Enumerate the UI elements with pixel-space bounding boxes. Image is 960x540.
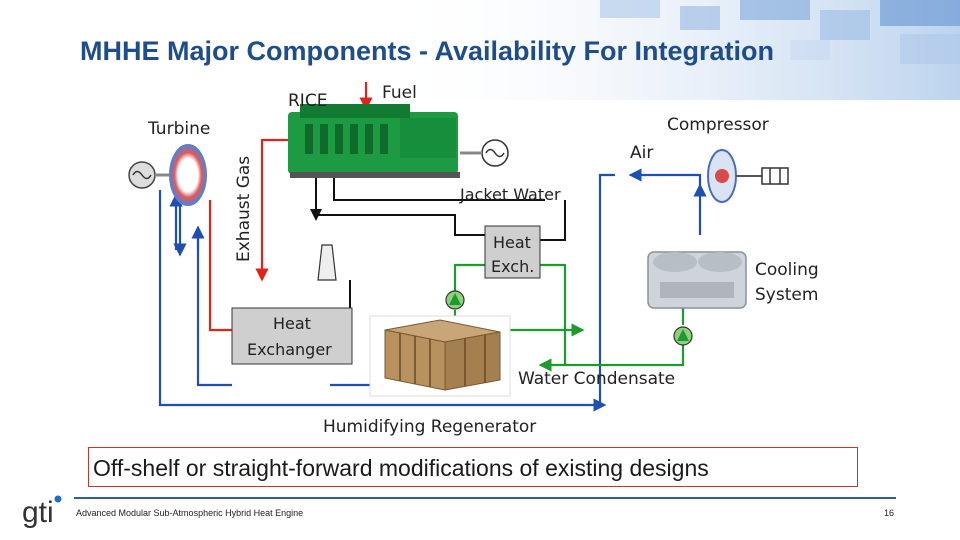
pump-icon xyxy=(445,290,465,310)
air-flow-lines xyxy=(158,168,707,412)
label-heat-exchanger-1: Heat xyxy=(273,314,311,333)
gti-logo: gti xyxy=(22,495,62,529)
heat-exch-box xyxy=(484,225,541,279)
jacket-water-lines xyxy=(310,170,566,310)
slide-title: MHHE Major Components - Availability For… xyxy=(80,36,775,66)
label-cooling-1: Cooling xyxy=(755,260,819,280)
callout-text: Off-shelf or straight-forward modificati… xyxy=(93,455,709,481)
exhaust-lines xyxy=(208,82,373,332)
label-fuel: Fuel xyxy=(382,83,417,103)
page-number: 16 xyxy=(884,508,895,518)
footer-text: Advanced Modular Sub-Atmospheric Hybrid … xyxy=(76,508,304,518)
compressor-icon xyxy=(707,149,789,203)
header-banner xyxy=(380,0,960,100)
callout-box: Off-shelf or straight-forward modificati… xyxy=(88,447,858,487)
label-humidifying-regenerator: Humidifying Regenerator xyxy=(323,417,536,437)
label-compressor: Compressor xyxy=(667,115,769,135)
label-jacket-water: Jacket Water xyxy=(459,185,561,204)
label-heat-exch-1: Heat xyxy=(493,233,531,252)
label-exhaust-gas: Exhaust Gas xyxy=(234,156,254,262)
rice-engine-icon xyxy=(288,104,509,178)
turbine-icon xyxy=(128,144,207,206)
label-air: Air xyxy=(630,143,653,163)
label-heat-exchanger-2: Exchanger xyxy=(247,340,332,359)
label-turbine: Turbine xyxy=(147,119,210,139)
label-heat-exch-2: Exch. xyxy=(491,257,534,276)
pump-icon xyxy=(673,326,693,346)
cooling-system-icon xyxy=(647,251,747,309)
label-cooling-2: System xyxy=(755,285,818,305)
label-rice: RICE xyxy=(288,91,327,111)
humidifying-regenerator-icon xyxy=(369,315,511,397)
footer-divider xyxy=(74,497,896,499)
gti-logo-text: gti xyxy=(22,496,54,529)
condenser-shape xyxy=(317,244,337,281)
heat-exchanger-box xyxy=(231,307,353,365)
label-water-condensate: Water Condensate xyxy=(518,369,675,389)
